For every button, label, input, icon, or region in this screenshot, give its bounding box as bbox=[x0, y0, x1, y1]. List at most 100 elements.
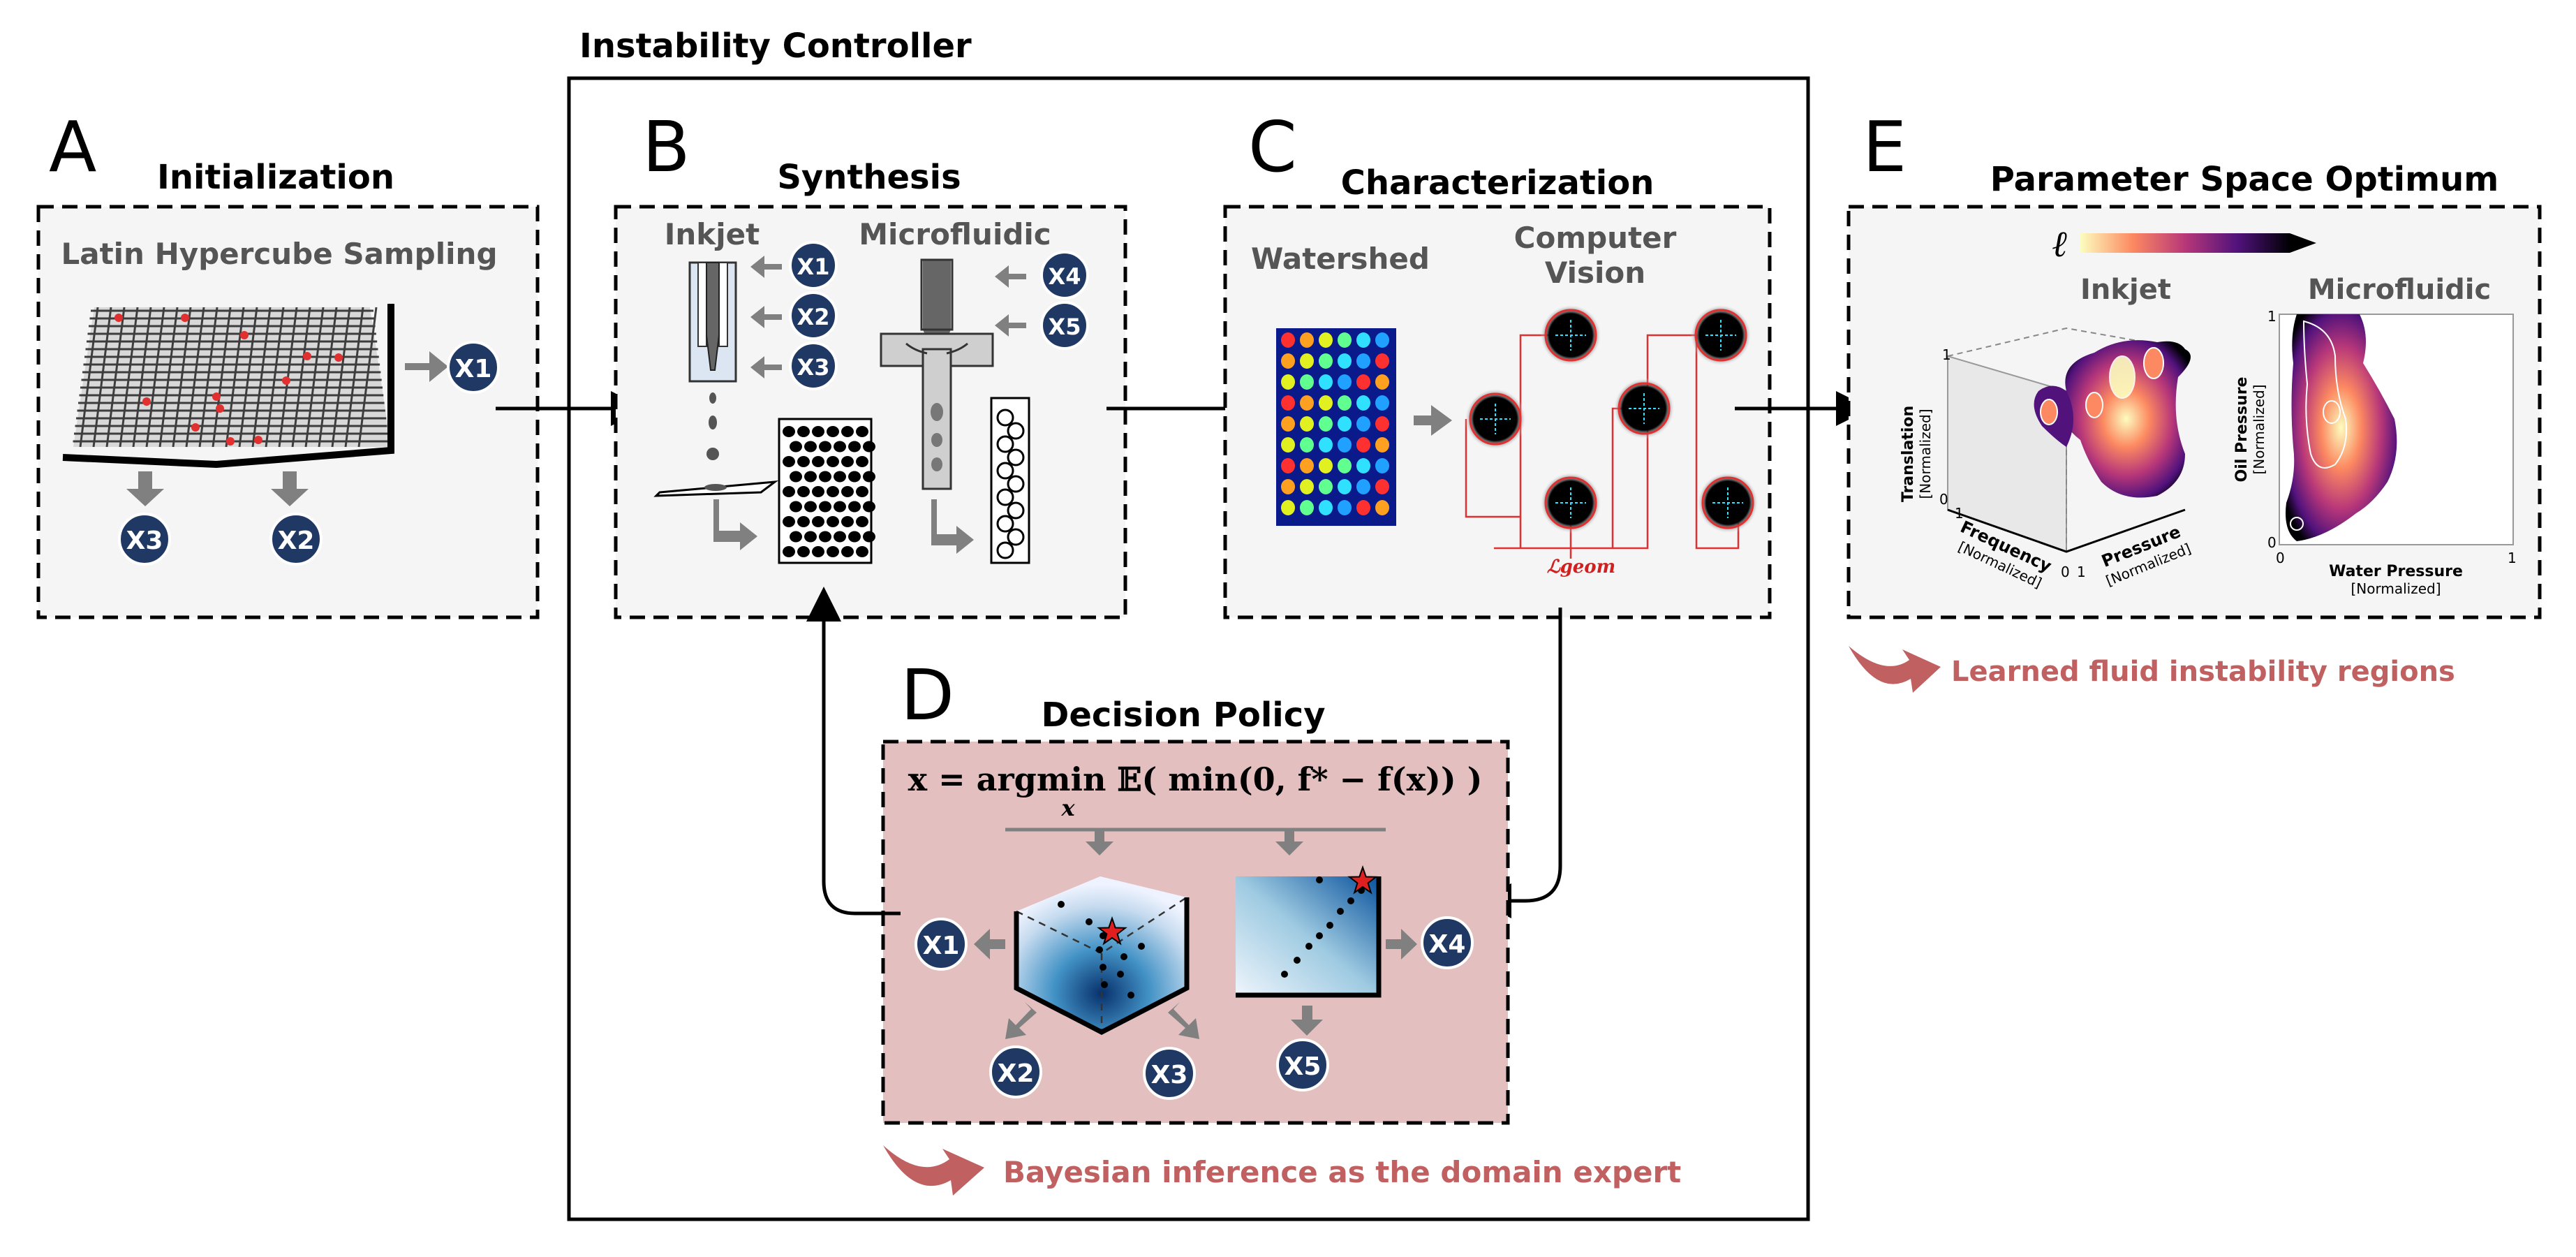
panel-e-letter: E bbox=[1863, 106, 1907, 188]
axis-translation-unit: [Normalized] bbox=[1917, 409, 1934, 499]
printed-droplet bbox=[812, 426, 824, 437]
svg-text:X3: X3 bbox=[1151, 1061, 1188, 1089]
printed-droplet bbox=[827, 546, 839, 557]
sample-point bbox=[240, 331, 249, 339]
panel-b-letter: B bbox=[642, 106, 690, 188]
printed-droplet bbox=[863, 441, 875, 453]
grid-line bbox=[198, 307, 219, 448]
segmented-droplet bbox=[1300, 416, 1314, 432]
microfluidic-label: Microfluidic bbox=[859, 217, 1051, 251]
segmented-droplet bbox=[1281, 479, 1295, 494]
panel-c: C Characterization Watershed Computer Vi… bbox=[1223, 106, 1772, 918]
axis-water-pressure-unit: [Normalized] bbox=[2351, 580, 2441, 597]
param-node-x2: X2 bbox=[269, 513, 323, 566]
segmented-droplet bbox=[1281, 353, 1295, 369]
droplet-outline bbox=[1544, 476, 1597, 529]
printed-droplet bbox=[783, 516, 795, 527]
controller-frame bbox=[567, 76, 1810, 1221]
tick-translation-0: 0 bbox=[1939, 491, 1948, 508]
svg-text:X2: X2 bbox=[278, 527, 315, 555]
printed-droplet bbox=[856, 546, 868, 557]
grid-line bbox=[158, 307, 179, 448]
micro-droplet bbox=[1007, 422, 1025, 440]
gray-arrow-diag bbox=[1168, 1002, 1199, 1039]
panel-d: D Decision Policy x = argmin 𝔼( min(0, f… bbox=[806, 587, 1681, 1196]
tick-pressure-1: 1 bbox=[2077, 564, 2086, 580]
printed-droplet bbox=[841, 456, 854, 467]
segmented-droplet bbox=[1281, 374, 1295, 390]
grid-line bbox=[265, 307, 285, 448]
param-node-x3: X3 bbox=[118, 513, 171, 566]
sample-point bbox=[282, 376, 290, 385]
printed-droplet bbox=[848, 471, 861, 483]
printed-droplet bbox=[783, 546, 795, 557]
controller-title: Instability Controller bbox=[579, 27, 972, 66]
gray-arrow-down bbox=[271, 471, 309, 506]
printed-droplet bbox=[848, 531, 861, 543]
droplet-outline bbox=[1544, 309, 1597, 362]
sampled-point bbox=[1316, 876, 1323, 883]
segmented-droplet bbox=[1356, 395, 1370, 411]
gray-arrow-down bbox=[1291, 1006, 1323, 1036]
microfluidic-param-arrows bbox=[995, 265, 1026, 337]
segmented-droplet bbox=[1319, 395, 1333, 411]
segmented-droplet bbox=[1338, 500, 1352, 515]
param-node-x2-inkjet: X2 bbox=[789, 291, 838, 340]
sample-point bbox=[191, 423, 200, 432]
sampled-point bbox=[1281, 971, 1288, 978]
sampled-point bbox=[1294, 957, 1301, 964]
segmented-droplet bbox=[1300, 395, 1314, 411]
sample-point bbox=[212, 392, 221, 401]
printed-droplet bbox=[790, 441, 802, 453]
axis-oil-pressure-unit: [Normalized] bbox=[2251, 384, 2267, 474]
printed-droplet bbox=[863, 471, 875, 483]
panel-a: A Initialization Latin Hypercube Samplin… bbox=[36, 106, 540, 619]
grid-line bbox=[344, 307, 364, 448]
sampled-point bbox=[1120, 953, 1127, 960]
printed-droplet bbox=[819, 531, 831, 543]
segmented-droplet bbox=[1356, 458, 1370, 473]
segmented-droplet bbox=[1300, 374, 1314, 390]
segmented-droplet bbox=[1338, 353, 1352, 369]
printed-droplet bbox=[819, 501, 831, 513]
printed-droplet bbox=[812, 546, 824, 557]
printed-droplet bbox=[856, 456, 868, 467]
sample-point bbox=[226, 437, 235, 446]
colorbar-arrowhead bbox=[2290, 233, 2316, 253]
gray-arrow-down bbox=[1086, 831, 1113, 855]
droplet-outline bbox=[1694, 309, 1747, 362]
panel-d-letter: D bbox=[901, 654, 954, 736]
droplet-outline bbox=[1469, 392, 1522, 446]
printed-droplet bbox=[827, 516, 839, 527]
printed-droplet bbox=[834, 501, 846, 513]
segmented-droplet bbox=[1319, 437, 1333, 453]
param-node-x4-policy: X4 bbox=[1421, 916, 1474, 969]
sampled-point bbox=[1138, 943, 1145, 950]
tick-pressure-0: 0 bbox=[2061, 564, 2070, 580]
segmented-droplet bbox=[1319, 500, 1333, 515]
optimum-star bbox=[1097, 916, 1127, 946]
panel-d-box bbox=[881, 740, 1510, 1125]
segmented-droplet bbox=[1338, 458, 1352, 473]
droplet-outline bbox=[1701, 476, 1754, 529]
segmented-droplet bbox=[1375, 500, 1389, 515]
micro-droplet bbox=[996, 488, 1014, 506]
sampled-point bbox=[1101, 981, 1108, 988]
sampled-point bbox=[1316, 932, 1323, 939]
segmented-droplet bbox=[1375, 395, 1389, 411]
svg-text:X3: X3 bbox=[797, 354, 830, 381]
printed-droplet bbox=[834, 471, 846, 483]
segmented-droplet bbox=[1300, 500, 1314, 515]
cv-label-line2: Vision bbox=[1545, 256, 1645, 290]
inkjet-nozzle-illustration bbox=[653, 261, 779, 497]
gray-arrow-diag bbox=[1005, 1002, 1037, 1039]
segmented-droplet bbox=[1338, 416, 1352, 432]
param-node-x2-policy: X2 bbox=[989, 1045, 1042, 1098]
param-node-x5-policy: X5 bbox=[1276, 1038, 1329, 1091]
colorbar bbox=[2080, 233, 2290, 253]
segmented-droplet bbox=[1300, 479, 1314, 494]
panel-d-caption: Bayesian inference as the domain expert bbox=[1003, 1155, 1681, 1189]
param-node-x1-inkjet: X1 bbox=[789, 241, 838, 290]
grid-line bbox=[119, 307, 139, 448]
